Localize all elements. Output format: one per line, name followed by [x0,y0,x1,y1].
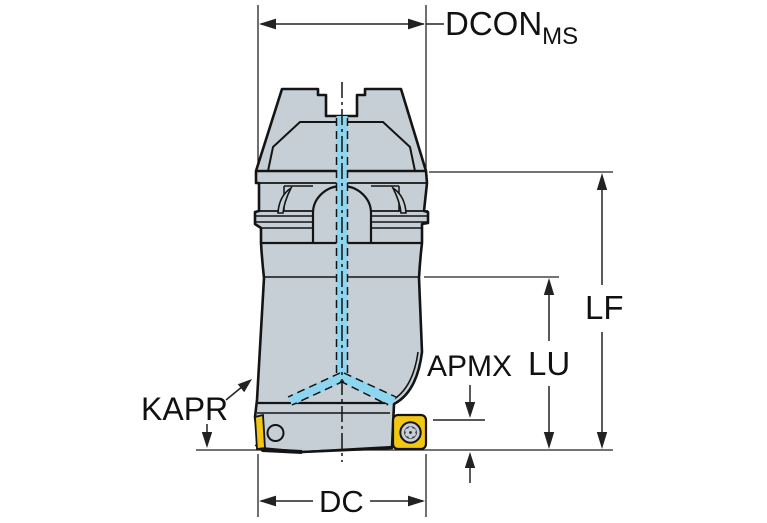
dcon-dimension [257,5,444,171]
label-lu: LU [528,345,571,382]
label-apmx: APMX [427,350,513,383]
label-dcon-text: DCON [445,5,543,42]
label-dcon-subscript: MS [542,23,579,50]
cutting-inserts [254,413,428,451]
insert-left [254,413,266,451]
label-lf: LF [585,289,624,326]
label-kapr: KAPR [141,391,229,427]
dimension-annotations [196,5,613,517]
dc-dimension [257,454,427,517]
bottom-edge [301,445,392,454]
kapr-annotation [201,379,252,448]
label-dcon: DCONMS [445,5,578,49]
apmx-dimension [433,385,485,483]
label-dc: DC [319,484,364,519]
flange-wedge-left [277,185,294,214]
coolant-hole [266,424,285,442]
torx-screw [399,421,422,444]
flange-wedge-right [390,185,407,214]
lu-dimension [424,276,559,449]
